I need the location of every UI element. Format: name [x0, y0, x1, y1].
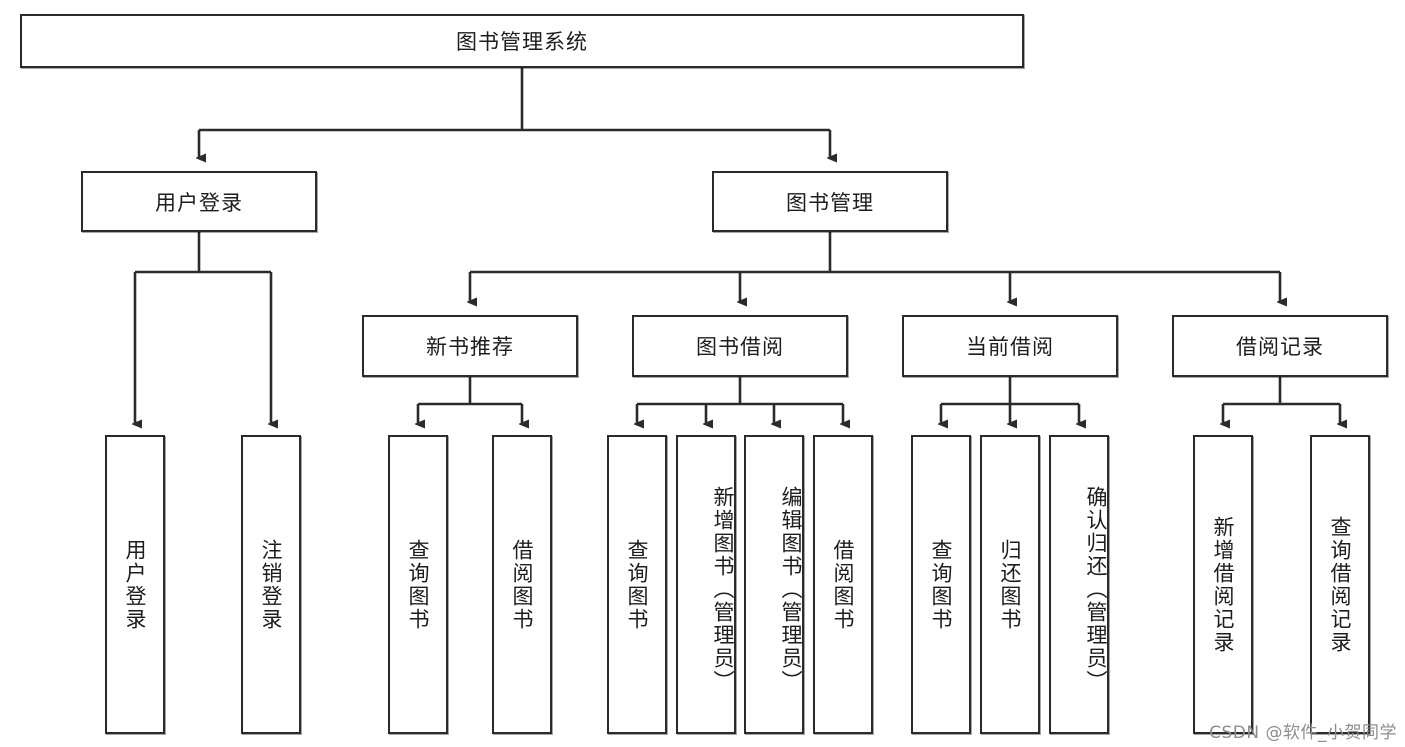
node-current-borrow[interactable]: 当前借阅: [902, 315, 1118, 377]
leaf-borrow-edit-book-admin[interactable]: 编辑图书（管理员）: [744, 435, 804, 734]
leaf-label: 查询图书: [625, 538, 650, 631]
node-borrow-record[interactable]: 借阅记录: [1172, 315, 1388, 377]
leaf-label: 用户登录: [123, 538, 148, 631]
leaf-label: 确认归还（管理员）: [1084, 486, 1108, 693]
node-user-login[interactable]: 用户登录: [81, 171, 317, 232]
leaf-label: 借阅图书: [831, 538, 856, 631]
node-new-book-recommend[interactable]: 新书推荐: [362, 315, 578, 377]
node-book-management-label: 图书管理: [786, 190, 874, 215]
node-root[interactable]: 图书管理系统: [20, 14, 1024, 68]
leaf-recommend-query-book[interactable]: 查询图书: [388, 435, 448, 734]
leaf-current-confirm-return-admin[interactable]: 确认归还（管理员）: [1049, 435, 1109, 734]
node-borrow-record-label: 借阅记录: [1236, 335, 1324, 359]
leaf-label: 查询图书: [406, 538, 431, 631]
leaf-record-add-record[interactable]: 新增借阅记录: [1193, 435, 1253, 734]
leaf-label: 查询借阅记录: [1328, 515, 1353, 654]
node-book-borrow[interactable]: 图书借阅: [632, 315, 848, 377]
leaf-current-return-book[interactable]: 归还图书: [980, 435, 1040, 734]
node-book-management[interactable]: 图书管理: [712, 171, 948, 232]
leaf-borrow-borrow-book[interactable]: 借阅图书: [813, 435, 873, 734]
leaf-current-query-book[interactable]: 查询图书: [911, 435, 971, 734]
leaf-label: 归还图书: [998, 538, 1023, 631]
leaf-borrow-add-book-admin[interactable]: 新增图书（管理员）: [676, 435, 736, 734]
node-book-borrow-label: 图书借阅: [696, 335, 784, 359]
leaf-label: 新增图书（管理员）: [711, 486, 735, 693]
leaf-label: 编辑图书（管理员）: [779, 486, 803, 693]
leaf-label: 借阅图书: [510, 538, 535, 631]
leaf-borrow-query-book[interactable]: 查询图书: [607, 435, 667, 734]
node-new-book-recommend-label: 新书推荐: [426, 335, 514, 359]
node-root-label: 图书管理系统: [456, 30, 588, 54]
node-user-login-label: 用户登录: [155, 190, 243, 215]
leaf-user-login-login[interactable]: 用户登录: [105, 435, 165, 734]
leaf-record-query-record[interactable]: 查询借阅记录: [1310, 435, 1370, 734]
leaf-user-login-logout[interactable]: 注销登录: [241, 435, 301, 734]
leaf-label: 新增借阅记录: [1211, 515, 1236, 654]
leaf-recommend-borrow-book[interactable]: 借阅图书: [492, 435, 552, 734]
node-current-borrow-label: 当前借阅: [966, 335, 1054, 359]
leaf-label: 查询图书: [929, 538, 954, 631]
leaf-label: 注销登录: [259, 538, 284, 631]
csdn-watermark: CSDN @软件_小贺同学: [1209, 723, 1397, 743]
